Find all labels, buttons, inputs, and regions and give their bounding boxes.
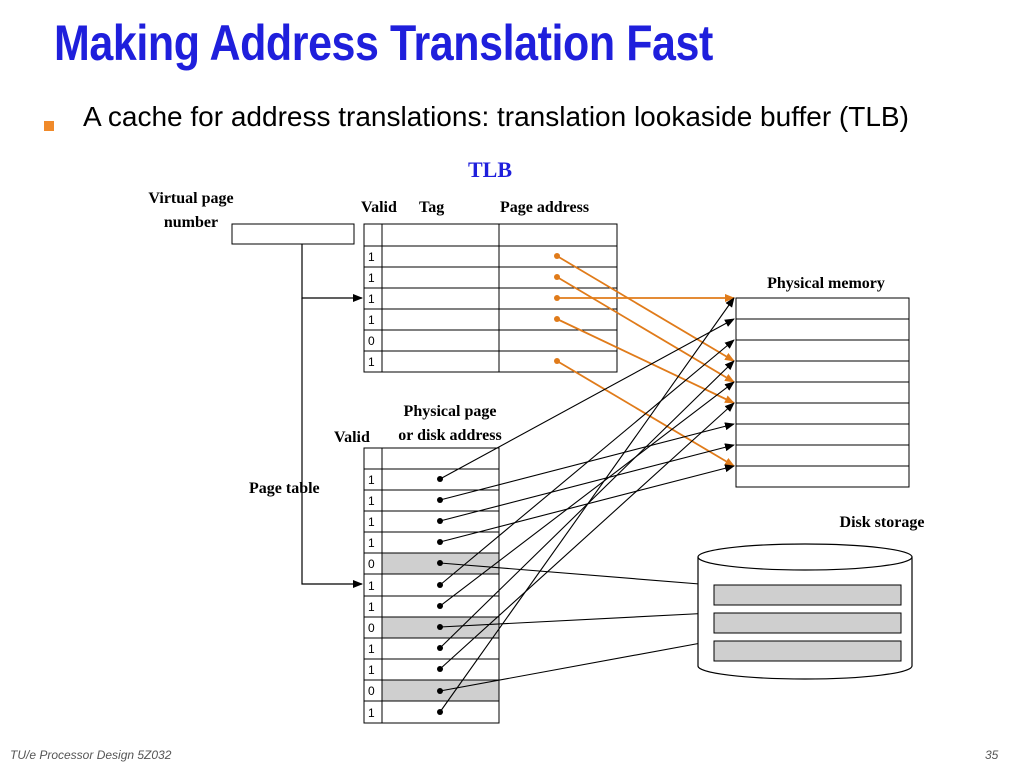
page-table-arrows	[437, 297, 735, 715]
bullet-square-icon	[44, 121, 54, 131]
page-table-valid-bit: 1	[368, 663, 375, 677]
page-table-valid-bit: 1	[368, 579, 375, 593]
tlb-title: TLB	[468, 157, 512, 182]
tlb-header-tag: Tag	[419, 199, 444, 216]
physical-memory	[735, 297, 910, 488]
slide-title: Making Address Translation Fast	[54, 15, 713, 71]
page-table-valid-bit: 0	[368, 557, 375, 571]
page-table-label: Page table	[249, 480, 320, 497]
page-table-valid-bit: 0	[368, 684, 375, 698]
page-table	[363, 447, 500, 724]
disk-storage	[697, 543, 913, 680]
tlb-table	[363, 223, 618, 373]
tlb-valid-bit: 1	[368, 250, 375, 264]
tlb-valid-bit: 1	[368, 313, 375, 327]
footer-course-label: TU/e Processor Design 5Z032	[10, 748, 172, 762]
page-table-valid-bit: 1	[368, 515, 375, 529]
tlb-valid-bit: 1	[368, 355, 375, 369]
vpn-to-tlb-line	[301, 244, 363, 302]
page-table-valid-bit: 1	[368, 706, 375, 720]
disk-storage-label: Disk storage	[840, 514, 925, 531]
page-table-valid-bit: 1	[368, 536, 375, 550]
tlb-valid-bit: 1	[368, 292, 375, 306]
tlb-valid-bit: 0	[368, 334, 375, 348]
footer-page-number: 35	[985, 748, 999, 762]
tlb-header-valid: Valid	[361, 199, 397, 216]
vpn-box	[231, 223, 355, 245]
page-table-header-line1: Physical page	[404, 403, 497, 420]
page-table-valid-bit: 0	[368, 621, 375, 635]
vpn-label-line2: number	[164, 214, 218, 231]
page-table-valid-bit: 1	[368, 642, 375, 656]
page-table-valid-bit: 1	[368, 600, 375, 614]
page-table-valid-bit: 1	[368, 473, 375, 487]
tlb-valid-bits: 1 1 1 1 0 1	[368, 250, 375, 369]
page-table-header-line2: or disk address	[398, 427, 501, 444]
tlb-valid-bit: 1	[368, 271, 375, 285]
page-table-valid-bit: 1	[368, 494, 375, 508]
vpn-to-page-table-line	[301, 298, 363, 588]
page-table-valid-header: Valid	[334, 429, 370, 446]
physical-memory-label: Physical memory	[767, 275, 885, 292]
bullet-text: A cache for address translations: transl…	[83, 101, 909, 132]
tlb-arrows	[554, 253, 735, 467]
page-table-valid-bits: 1 1 1 1 0 1 1 0 1 1 0 1	[368, 473, 375, 720]
tlb-header-page-address: Page address	[500, 199, 589, 216]
vpn-label-line1: Virtual page	[148, 190, 233, 207]
